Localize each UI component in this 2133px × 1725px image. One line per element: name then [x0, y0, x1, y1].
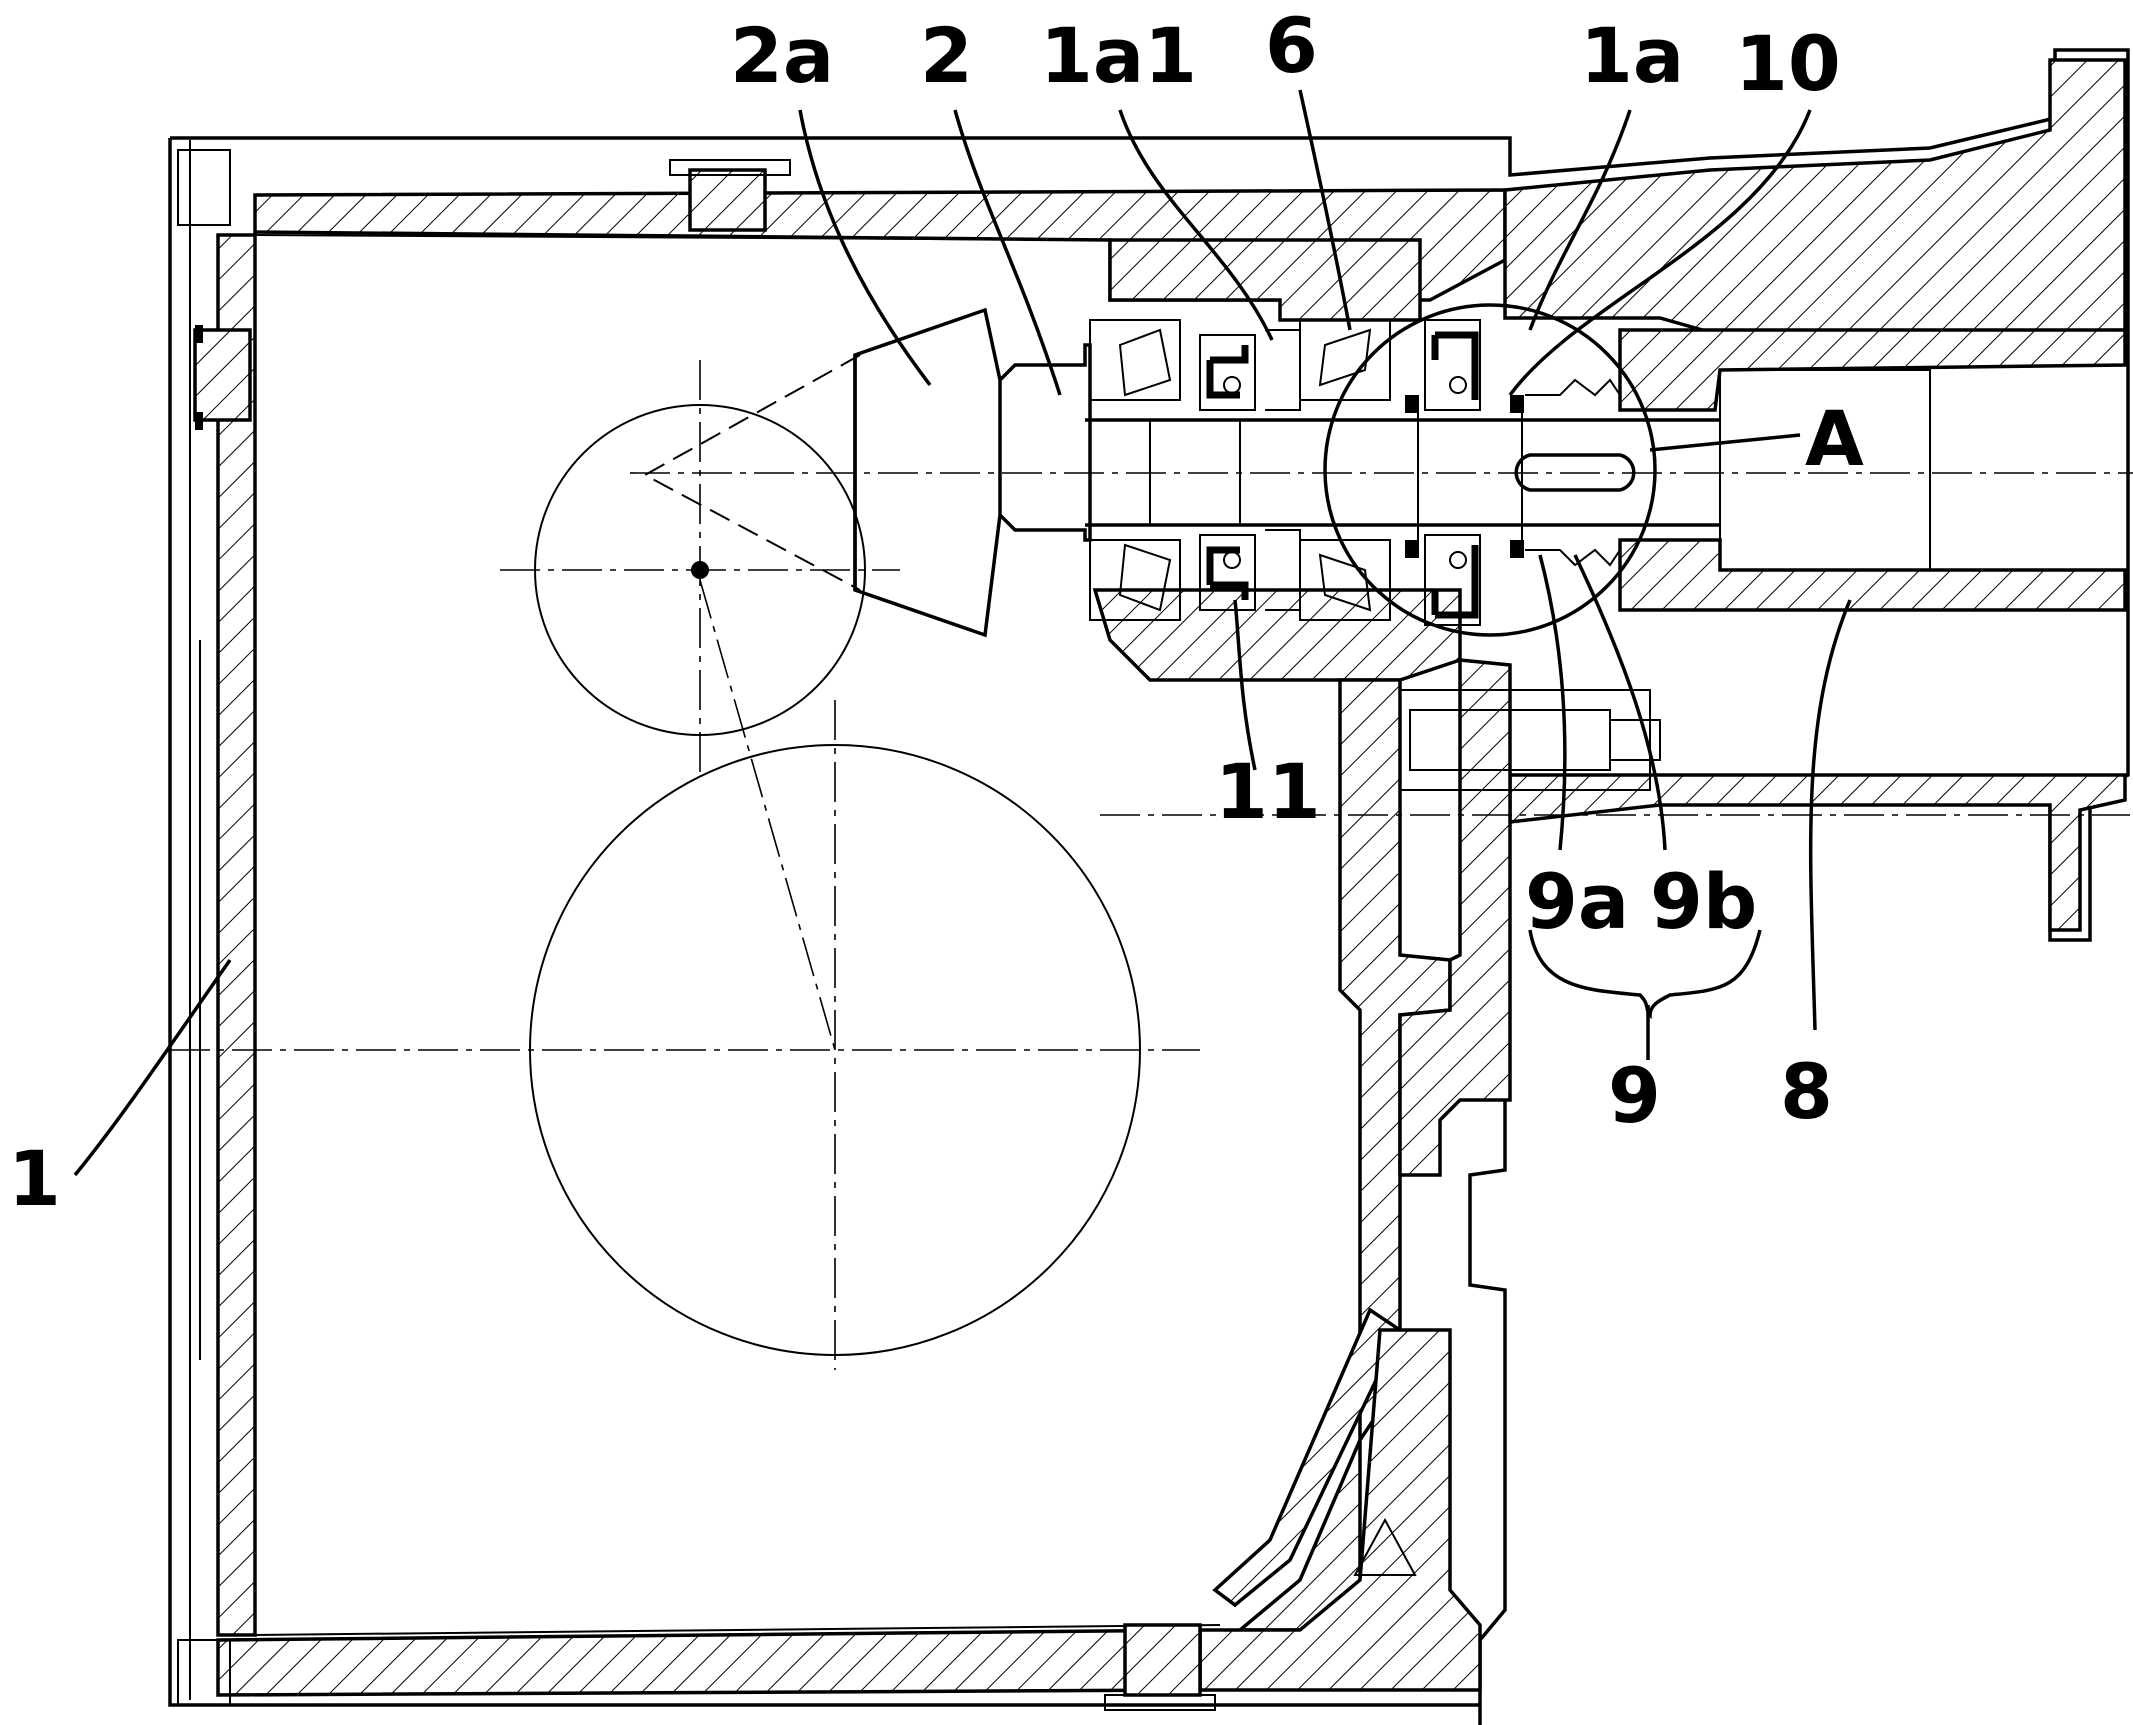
- leader-2: [953, 109, 1062, 396]
- top-bolt: [688, 168, 767, 232]
- housing: [168, 48, 2130, 1725]
- leader-9b: [1573, 554, 1667, 851]
- output-sleeve-lower: [1618, 538, 2127, 612]
- leader-lines: [73, 89, 1852, 1177]
- leader-1a1: [1118, 109, 1274, 341]
- left-bolt: [193, 328, 252, 422]
- leader-2a: [798, 109, 932, 387]
- brace-9: [1528, 929, 1762, 1020]
- leader-11: [1233, 599, 1257, 771]
- bottom-right-block: [1198, 1328, 1482, 1692]
- label-9b: 9b: [1650, 857, 1757, 946]
- shaft: [998, 343, 1720, 558]
- center-rib: [1235, 678, 1452, 1632]
- right-rib: [1398, 658, 1512, 1177]
- label-1a: 1a: [1580, 11, 1684, 100]
- leader-1a: [1528, 109, 1632, 331]
- label-9: 9: [1608, 1051, 1661, 1140]
- center-lines: [170, 360, 2133, 1370]
- left-wall: [216, 233, 257, 1637]
- coupling: [1525, 378, 1621, 567]
- leader-8: [1808, 599, 1852, 1031]
- bore-lower: [1092, 588, 1462, 682]
- bearing-block: [1108, 238, 1422, 322]
- label-1a1: 1a1: [1040, 11, 1197, 100]
- detail-circle: [1323, 303, 1657, 637]
- label-2: 2: [920, 11, 973, 100]
- leader-1: [73, 958, 232, 1177]
- seals: [1199, 319, 1481, 626]
- leader-10: [1508, 109, 1812, 397]
- label-9a: 9a: [1525, 857, 1629, 946]
- top-right-flange: [1503, 58, 2127, 337]
- leader-9a: [1538, 554, 1567, 851]
- leader-A: [1649, 433, 1801, 452]
- bottom-bolt: [1123, 1623, 1202, 1697]
- leader-6: [1298, 89, 1352, 331]
- label-11: 11: [1215, 747, 1321, 836]
- bearings: [1089, 319, 1391, 621]
- labels: 2a 2 1a1 6 1a 10 A 11 9a 9b 9 8 1: [8, 1, 1864, 1223]
- label-10: 10: [1735, 19, 1841, 108]
- label-8: 8: [1780, 1047, 1833, 1136]
- bottom-wall: [216, 1628, 1202, 1697]
- label-1: 1: [8, 1134, 61, 1223]
- label-6: 6: [1265, 1, 1318, 90]
- label-2a: 2a: [730, 11, 834, 100]
- label-A: A: [1805, 394, 1864, 483]
